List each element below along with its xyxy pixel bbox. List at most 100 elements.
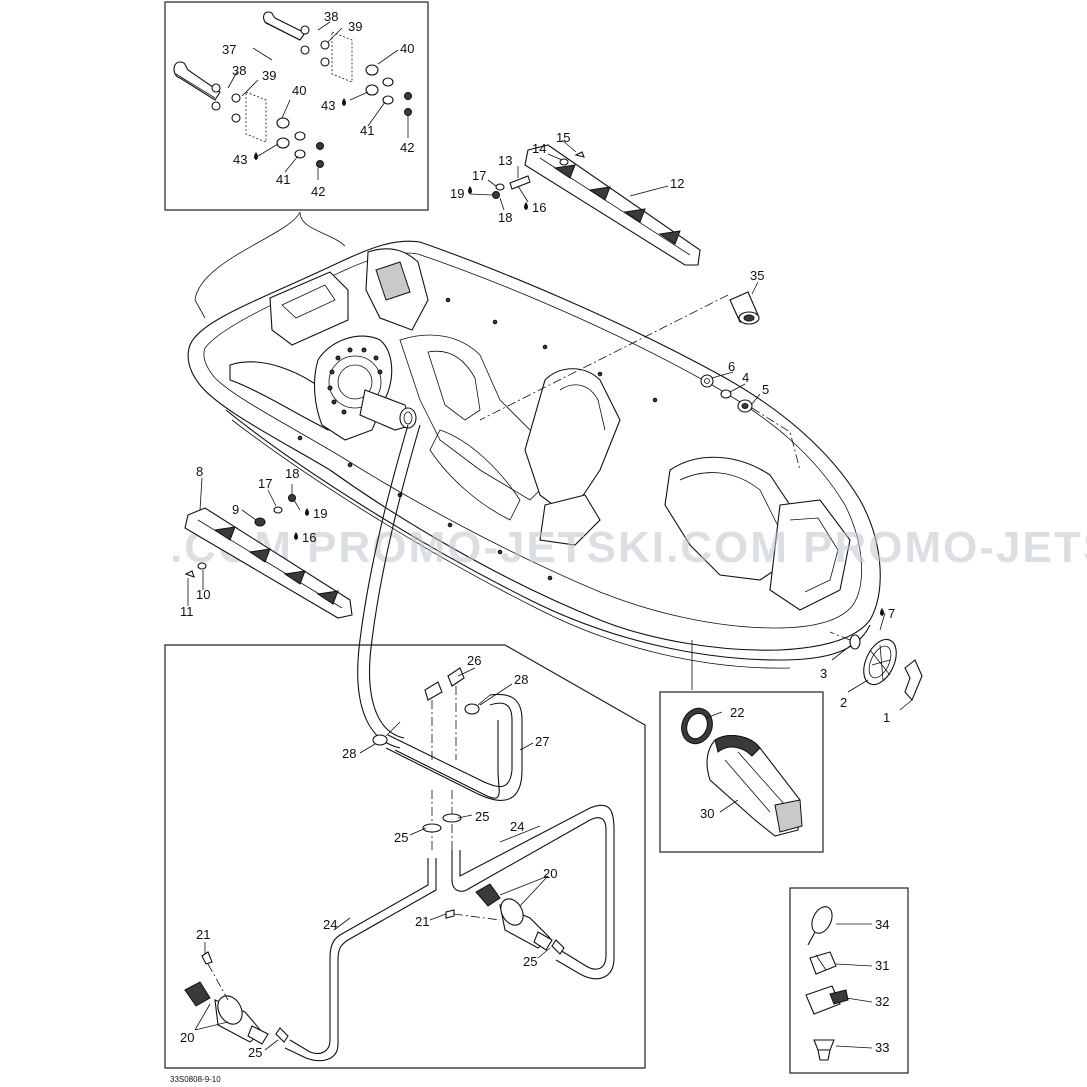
callout-17: 17 (472, 168, 486, 183)
part-27-hose-loop (385, 693, 523, 801)
leader-35-dash (479, 294, 729, 421)
watermark: .COM PROMO-JETSKI.COM PROMO-JETSKI (170, 523, 1087, 572)
callout-2: 2 (840, 695, 847, 710)
hose-detail-inset (164, 644, 646, 1069)
intake-detail-inset (659, 691, 824, 853)
part-1-plug-handle (904, 659, 923, 702)
part-41-washers (294, 77, 394, 159)
callout-4: 4 (742, 370, 749, 385)
callout-28: 28 (514, 672, 528, 687)
part-21-screw-left (201, 951, 213, 965)
callout-8: 8 (196, 464, 203, 479)
part-6-nut (700, 374, 714, 388)
callout-39: 39 (262, 68, 276, 83)
callout-35: 35 (750, 268, 764, 283)
inset-leader-arrow-left (194, 211, 301, 319)
leader-5-dash (751, 407, 801, 471)
part-15-screw (574, 151, 585, 158)
part-25-clamps-lower (275, 939, 565, 1043)
callout-17: 17 (258, 476, 272, 491)
callout-26: 26 (467, 653, 481, 668)
callout-42: 42 (311, 184, 325, 199)
callout-21: 21 (196, 927, 210, 942)
callout-1: 1 (883, 710, 890, 725)
drop-icon (254, 152, 258, 160)
figure-code: 33S0808-9-10 (170, 1075, 221, 1084)
part-3-gasket (849, 634, 861, 650)
callout-40: 40 (292, 83, 306, 98)
callout-19: 19 (450, 186, 464, 201)
part-4-washer (720, 389, 732, 399)
callout-11: 11 (180, 604, 194, 619)
callout-22: 22 (730, 705, 744, 720)
callout-39: 39 (348, 19, 362, 34)
drop-icon (468, 186, 472, 194)
part-28-clamp-lower (372, 721, 401, 746)
callout-16: 16 (302, 530, 316, 545)
callout-38: 38 (232, 63, 246, 78)
callout-14: 14 (532, 141, 546, 156)
callout-37: 37 (222, 42, 236, 57)
callout-41: 41 (360, 123, 374, 138)
callout-25: 25 (248, 1045, 262, 1060)
callout-28: 28 (342, 746, 356, 761)
callout-27: 27 (535, 734, 549, 749)
part-17b-washer (273, 506, 283, 514)
part-22-ring (681, 707, 713, 745)
callout-34: 34 (875, 917, 889, 932)
drop-icon (880, 608, 884, 616)
part-26-fittings (424, 667, 465, 701)
callout-30: 30 (700, 806, 714, 821)
hull (187, 240, 881, 669)
leader-drain-dash (829, 631, 851, 641)
callout-38: 38 (324, 9, 338, 24)
callout-18: 18 (498, 210, 512, 225)
callout-19: 19 (313, 506, 327, 521)
part-25-clamps-upper (422, 813, 462, 833)
part-31-clip (809, 951, 837, 975)
callout-24: 24 (323, 917, 337, 932)
handle-detail-inset (164, 1, 429, 211)
callout-33: 33 (875, 1040, 889, 1055)
part-20-valve-right (475, 883, 553, 951)
part-8-footrest-left (184, 507, 353, 619)
callout-25: 25 (394, 830, 408, 845)
drop-icon (294, 532, 298, 540)
drop-icons (254, 98, 884, 616)
part-33-push-rivet (813, 1039, 835, 1061)
callout-40: 40 (400, 41, 414, 56)
part-35-sleeve (729, 291, 760, 325)
callout-15: 15 (556, 130, 570, 145)
part-30-intake-duct (706, 735, 803, 837)
part-13-screw (509, 175, 531, 190)
drop-icon (342, 98, 346, 106)
callout-6: 6 (728, 359, 735, 374)
callout-20: 20 (180, 1030, 194, 1045)
part-5-washer (737, 399, 753, 413)
part-10-washer (197, 562, 207, 570)
callout-21: 21 (415, 914, 429, 929)
callout-41: 41 (276, 172, 290, 187)
callout-24: 24 (510, 819, 524, 834)
callout-12: 12 (670, 176, 684, 191)
callout-42: 42 (400, 140, 414, 155)
leader-lines (187, 21, 913, 1051)
part-42-nuts (316, 92, 412, 168)
callout-7: 7 (888, 606, 895, 621)
part-21-screw-right (445, 909, 455, 919)
callout-43: 43 (321, 98, 335, 113)
callout-10: 10 (196, 587, 210, 602)
callout-labels: 38 39 37 40 38 39 43 40 41 42 43 41 42 1… (180, 9, 895, 1060)
drop-icon (524, 202, 528, 210)
part-9-spacer (254, 517, 266, 527)
inset-leader-arrow-right (299, 211, 346, 247)
callout-25: 25 (523, 954, 537, 969)
callout-43: 43 (233, 152, 247, 167)
part-40-washers (276, 64, 379, 149)
callout-32: 32 (875, 994, 889, 1009)
drop-icon (305, 508, 309, 516)
callout-31: 31 (875, 958, 889, 973)
long-hose (357, 424, 409, 749)
part-18b-nut (288, 494, 296, 502)
